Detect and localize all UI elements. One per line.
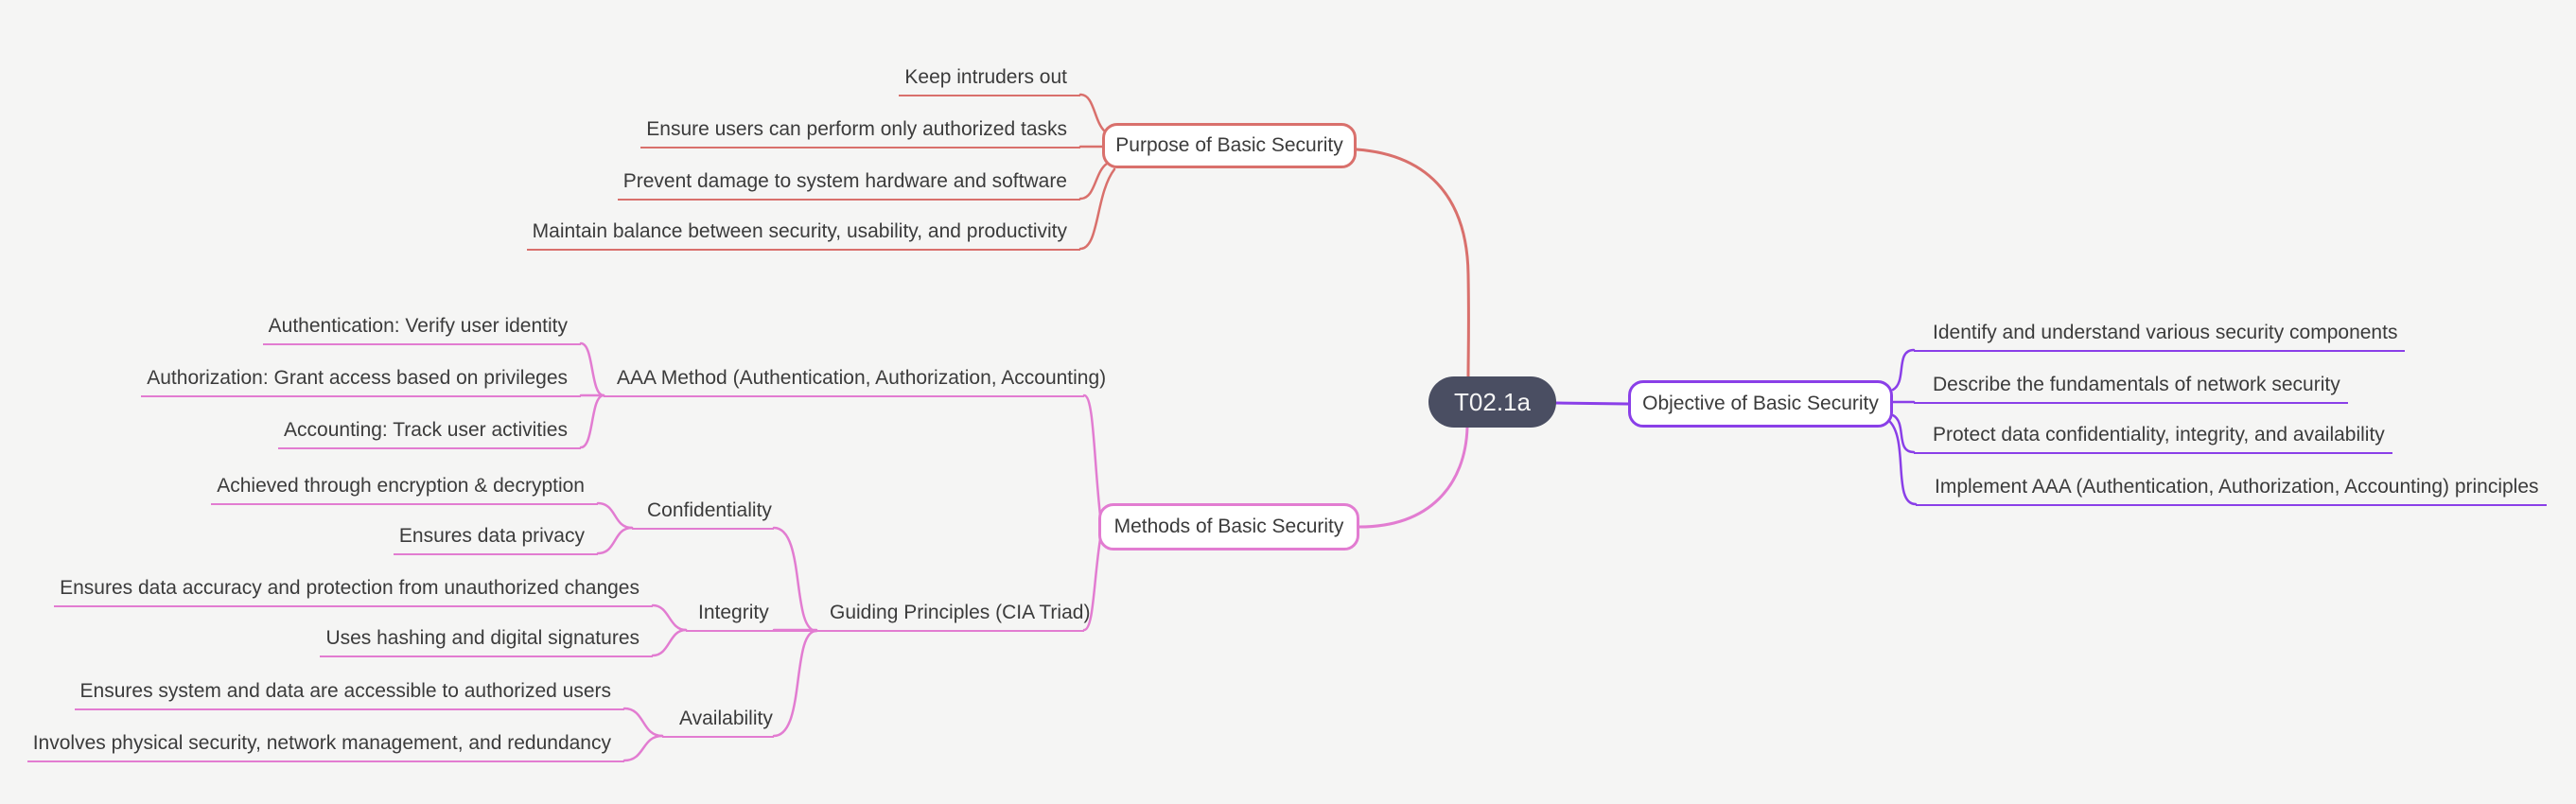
link-conf-leaf2	[596, 526, 634, 555]
leaf-objective-4[interactable]: Implement AAA (Authentication, Authoriza…	[1916, 476, 2547, 506]
link-conf-guiding	[772, 526, 818, 633]
link-avail-leaf1	[622, 707, 664, 738]
link-objective-leaf4	[1887, 419, 1918, 506]
leaf-data-privacy[interactable]: Ensures data privacy	[393, 525, 598, 555]
leaf-accessible[interactable]: Ensures system and data are accessible t…	[74, 680, 624, 710]
link-objective-leaf3	[1891, 413, 1916, 454]
link-integrity-leaf1	[651, 603, 688, 632]
link-aaa-node	[1082, 393, 1102, 517]
link-aaa-leaf3	[579, 393, 605, 449]
leaf-accounting[interactable]: Accounting: Track user activities	[278, 419, 581, 449]
leaf-hashing[interactable]: Uses hashing and digital signatures	[320, 627, 653, 657]
leaf-purpose-3[interactable]: Prevent damage to system hardware and so…	[617, 170, 1080, 201]
leaf-purpose-1[interactable]: Keep intruders out	[899, 66, 1080, 96]
node-purpose[interactable]: Purpose of Basic Security	[1102, 123, 1357, 168]
leaf-authorization[interactable]: Authorization: Grant access based on pri…	[141, 367, 581, 397]
leaf-data-accuracy[interactable]: Ensures data accuracy and protection fro…	[54, 577, 653, 607]
label-availability[interactable]: Availability	[662, 708, 774, 738]
link-conf-leaf1	[596, 501, 634, 530]
leaf-authentication[interactable]: Authentication: Verify user identity	[262, 315, 581, 345]
link-guiding-node	[1082, 537, 1102, 632]
link-root-methods	[1358, 426, 1469, 529]
link-avail-leaf2	[622, 734, 664, 762]
link-root-objective	[1554, 401, 1630, 406]
link-integrity-leaf2	[651, 628, 688, 657]
leaf-encryption[interactable]: Achieved through encryption & decryption	[211, 475, 598, 505]
node-objective[interactable]: Objective of Basic Security	[1628, 380, 1893, 428]
link-objective-leaf1	[1891, 348, 1916, 392]
leaf-objective-1[interactable]: Identify and understand various security…	[1914, 322, 2406, 352]
link-purpose-leaf3	[1078, 162, 1109, 201]
root-node[interactable]: T02.1a	[1428, 376, 1556, 428]
link-root-purpose	[1355, 148, 1470, 378]
link-aaa-leaf1	[579, 341, 605, 397]
leaf-purpose-2[interactable]: Ensure users can perform only authorized…	[640, 118, 1080, 149]
label-aaa-method[interactable]: AAA Method (Authentication, Authorizatio…	[604, 367, 1106, 397]
link-purpose-leaf4	[1078, 167, 1116, 251]
label-integrity[interactable]: Integrity	[686, 602, 816, 632]
link-avail-guiding	[772, 629, 818, 738]
leaf-objective-3[interactable]: Protect data confidentiality, integrity,…	[1914, 424, 2392, 454]
leaf-redundancy[interactable]: Involves physical security, network mana…	[26, 732, 624, 762]
node-methods[interactable]: Methods of Basic Security	[1098, 503, 1359, 551]
label-guiding-principles[interactable]: Guiding Principles (CIA Triad)	[816, 602, 1090, 632]
leaf-objective-2[interactable]: Describe the fundamentals of network sec…	[1914, 374, 2348, 404]
link-purpose-leaf1	[1078, 93, 1107, 133]
leaf-purpose-4[interactable]: Maintain balance between security, usabi…	[526, 220, 1080, 251]
label-confidentiality[interactable]: Confidentiality	[632, 499, 774, 530]
